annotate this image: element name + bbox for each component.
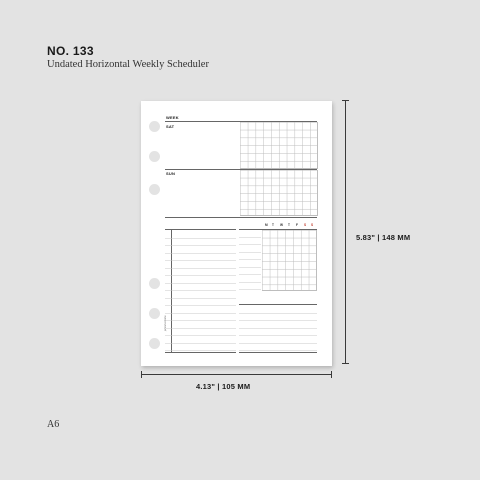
day-label: W — [280, 223, 284, 227]
day-label-weekend: S — [304, 223, 307, 227]
notes-top-rule — [165, 229, 236, 230]
ring-hole — [149, 184, 160, 195]
tracker-item-lines — [239, 230, 261, 290]
ring-hole — [149, 121, 160, 132]
day-label: T — [288, 223, 290, 227]
lower-notes-rule — [239, 304, 317, 305]
sun-label: SUN — [166, 171, 176, 176]
day-label: M — [265, 223, 268, 227]
width-label: 4.13" | 105 MM — [196, 382, 251, 391]
notes-bottom-rule — [165, 352, 236, 353]
notes-lines — [165, 231, 236, 351]
day-label: F — [296, 223, 298, 227]
sat-grid — [240, 122, 318, 169]
width-dimension-line — [141, 371, 332, 378]
ring-hole — [149, 151, 160, 162]
sun-rule — [165, 217, 317, 218]
lower-notes-lines — [239, 306, 317, 351]
day-label-weekend: S — [311, 223, 314, 227]
ring-hole — [149, 278, 160, 289]
product-name: Undated Horizontal Weekly Scheduler — [47, 59, 209, 70]
sat-label: SAT — [166, 124, 175, 129]
sat-rule — [165, 169, 317, 170]
day-label: T — [272, 223, 274, 227]
product-number: NO. 133 — [47, 44, 94, 58]
week-rule — [165, 121, 317, 122]
ring-hole — [149, 338, 160, 349]
tracker-top-rule — [239, 229, 317, 230]
height-dimension-line — [342, 100, 349, 364]
height-label: 5.83" | 148 MM — [356, 233, 411, 242]
sun-grid — [240, 170, 318, 216]
planner-page: WEEK SAT SUN plannerkate M T W T F S S — [141, 101, 332, 366]
ring-hole — [149, 308, 160, 319]
week-label: WEEK — [166, 115, 179, 120]
lower-notes-bottom-rule — [239, 352, 317, 353]
tracker-grid — [262, 230, 317, 291]
size-label: A6 — [47, 419, 60, 430]
